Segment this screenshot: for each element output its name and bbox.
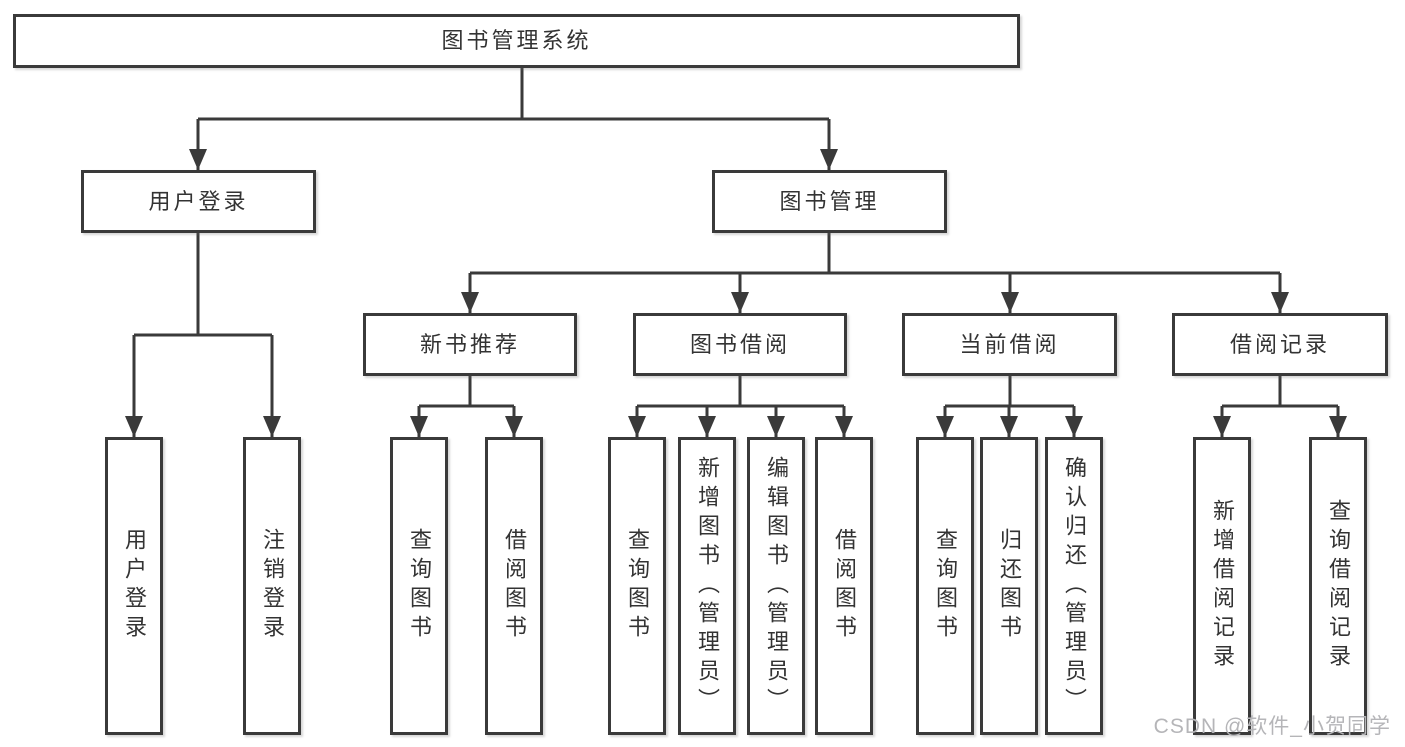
leaf-br-add-record: 新增借阅记录 xyxy=(1193,437,1251,735)
connector-borrow-records-children xyxy=(1213,376,1347,437)
node-user-login: 用户登录 xyxy=(81,170,316,233)
connector-current-borrowing-children xyxy=(936,376,1083,437)
leaf-user-login: 用户登录 xyxy=(105,437,163,735)
leaf-nb-borrow-books: 借阅图书 xyxy=(485,437,543,735)
leaf-nb-query-books: 查询图书 xyxy=(390,437,448,735)
connector-user-login-children xyxy=(125,233,281,437)
leaf-logout: 注销登录 xyxy=(243,437,301,735)
leaf-br-query-record: 查询借阅记录 xyxy=(1309,437,1367,735)
node-borrow-records: 借阅记录 xyxy=(1172,313,1388,376)
connector-book-management-children xyxy=(461,233,1289,313)
node-book-management: 图书管理 xyxy=(712,170,947,233)
leaf-cb-return-books: 归还图书 xyxy=(980,437,1038,735)
leaf-bb-query-books: 查询图书 xyxy=(608,437,666,735)
leaf-cb-confirm-return-admin: 确认归还（管理员） xyxy=(1045,437,1103,735)
leaf-bb-add-books-admin: 新增图书（管理员） xyxy=(678,437,736,735)
connector-new-book-children xyxy=(410,376,523,437)
node-library-management-system: 图书管理系统 xyxy=(13,14,1020,68)
leaf-bb-edit-books-admin: 编辑图书（管理员） xyxy=(747,437,805,735)
leaf-cb-query-books: 查询图书 xyxy=(916,437,974,735)
connector-book-borrowing-children xyxy=(628,376,853,437)
connector-root-to-level2 xyxy=(189,68,838,170)
node-book-borrowing: 图书借阅 xyxy=(633,313,847,376)
leaf-bb-borrow-books: 借阅图书 xyxy=(815,437,873,735)
node-new-book-recommend: 新书推荐 xyxy=(363,313,577,376)
csdn-watermark: CSDN @软件_小贺同学 xyxy=(1153,715,1391,738)
node-current-borrowing: 当前借阅 xyxy=(902,313,1117,376)
